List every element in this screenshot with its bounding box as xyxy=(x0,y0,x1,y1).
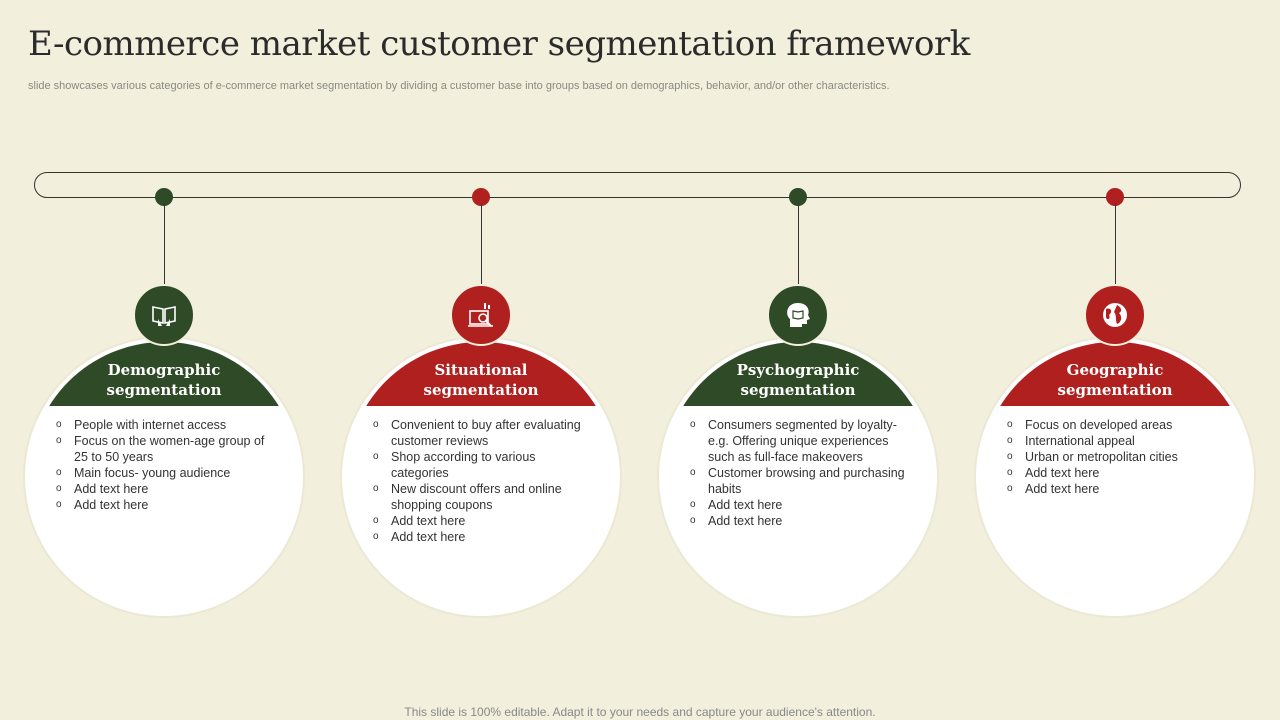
bullet-item: Focus on developed areas xyxy=(1007,417,1227,433)
timeline-dot xyxy=(1106,188,1124,206)
bullet-list: Convenient to buy after evaluating custo… xyxy=(373,417,593,545)
analytics-magnifier-icon xyxy=(450,284,512,346)
bullet-item: Add text here xyxy=(56,497,276,513)
bullet-item: Convenient to buy after evaluating custo… xyxy=(373,417,593,449)
timeline-dot xyxy=(472,188,490,206)
bullet-item: International appeal xyxy=(1007,433,1227,449)
bullet-item: Add text here xyxy=(690,513,910,529)
bullet-item: Main focus- young audience xyxy=(56,465,276,481)
bullet-item: Customer browsing and purchasing habits xyxy=(690,465,910,497)
connector-line xyxy=(480,204,482,284)
bullet-item: Focus on the women-age group of 25 to 50… xyxy=(56,433,276,465)
page-subtitle: slide showcases various categories of e-… xyxy=(28,80,890,92)
bullet-item: Add text here xyxy=(373,529,593,545)
bullet-item: New discount offers and online shopping … xyxy=(373,481,593,513)
timeline-bar xyxy=(34,172,1241,198)
bullet-item: Urban or metropolitan cities xyxy=(1007,449,1227,465)
bullet-item: People with internet access xyxy=(56,417,276,433)
bullet-item: Add text here xyxy=(1007,481,1227,497)
connector-line xyxy=(163,204,165,284)
timeline-dot xyxy=(155,188,173,206)
bullet-item: Add text here xyxy=(56,481,276,497)
globe-icon xyxy=(1084,284,1146,346)
head-book-icon xyxy=(767,284,829,346)
bullet-item: Shop according to various categories xyxy=(373,449,593,481)
bullet-list: People with internet accessFocus on the … xyxy=(56,417,276,513)
timeline-dot xyxy=(789,188,807,206)
bullet-item: Consumers segmented by loyalty- e.g. Off… xyxy=(690,417,910,465)
bullet-list: Consumers segmented by loyalty- e.g. Off… xyxy=(690,417,910,529)
bullet-item: Add text here xyxy=(1007,465,1227,481)
reading-book-icon xyxy=(133,284,195,346)
bullet-item: Add text here xyxy=(373,513,593,529)
bullet-item: Add text here xyxy=(690,497,910,513)
connector-line xyxy=(1114,204,1116,284)
bullet-list: Focus on developed areasInternational ap… xyxy=(1007,417,1227,497)
page-title: E-commerce market customer segmentation … xyxy=(28,24,970,64)
footer-note: This slide is 100% editable. Adapt it to… xyxy=(404,705,876,719)
connector-line xyxy=(797,204,799,284)
